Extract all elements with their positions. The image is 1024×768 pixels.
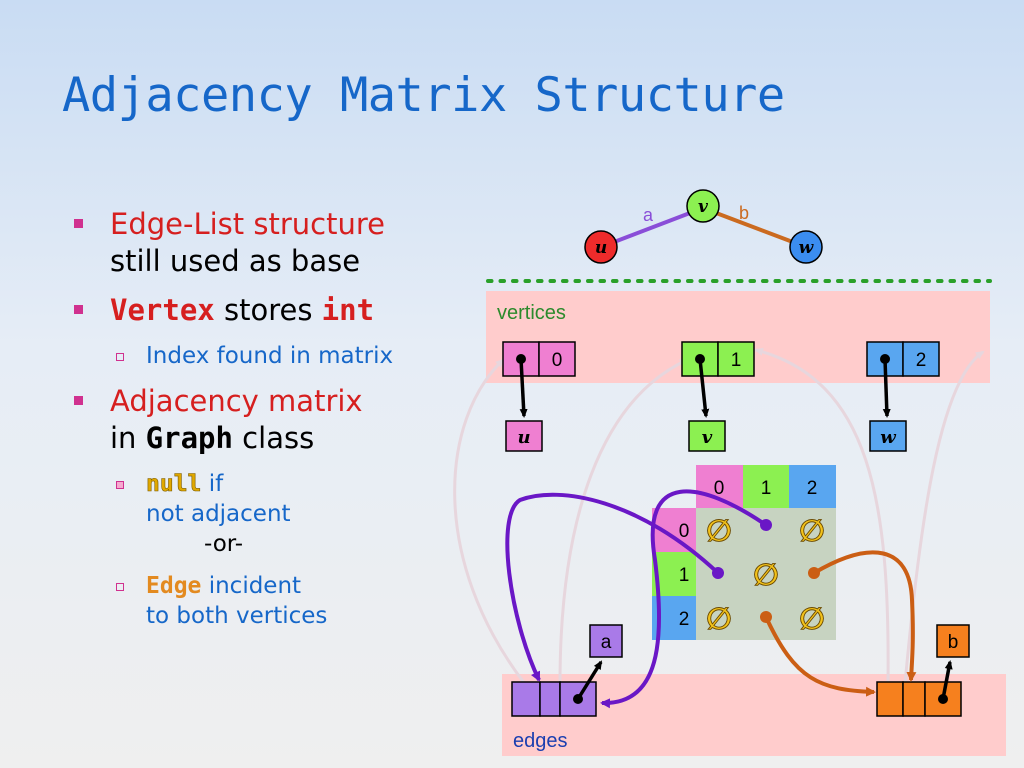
or-text: -or-	[204, 531, 244, 557]
null-cell-0-0: ∅	[706, 514, 732, 549]
graph-vertex-u	[584, 230, 618, 264]
not-adjacent-text: not adjacent	[146, 501, 291, 527]
matrix-ref-dot-1-2	[808, 567, 820, 579]
ref-cell-1-0-to-a	[505, 492, 720, 682]
bullet-edge-list: Edge-List structure still used as base	[72, 206, 462, 280]
stores-text: stores	[214, 293, 322, 327]
pointer-u	[519, 358, 528, 418]
bullet-list: Edge-List structure still used as base V…	[72, 206, 462, 643]
edges-label: edges	[513, 730, 568, 752]
vertex-box-u: 0	[502, 341, 576, 377]
edge-incident-text: incident	[201, 573, 302, 599]
vertex-box-w: 2	[866, 341, 940, 377]
graph-vertex-w-label: w	[799, 238, 815, 258]
faint-curve-u-left	[453, 358, 527, 685]
matrix-col-header-2	[789, 465, 836, 508]
bullet-edge-list-line1: Edge-List structure	[110, 207, 385, 241]
graph-edge-b-label: b	[739, 203, 749, 223]
edge-record-b	[876, 681, 962, 717]
vertex-index-1: 1	[731, 350, 742, 371]
matrix-ref-dot-2-1	[760, 611, 772, 623]
null-cell-1-1: ∅	[753, 558, 779, 593]
element-w-label: w	[880, 427, 897, 448]
int-code: int	[321, 293, 375, 327]
slide-title: Adjacency Matrix Structure	[62, 68, 785, 123]
null-cell-0-2: ∅	[799, 514, 825, 549]
graph-vertex-v-label: v	[698, 197, 709, 217]
null-code: null	[146, 471, 202, 498]
pointer-edge-a-element	[576, 660, 603, 700]
ref-cell-0-1-to-a	[600, 489, 768, 709]
faint-curve-v-right	[754, 347, 890, 685]
vertex-box-v: 1	[681, 341, 755, 377]
edge-code: Edge	[146, 573, 202, 599]
vertex-index-0: 0	[552, 350, 563, 371]
bullet-edge-list-line2: still used as base	[110, 244, 361, 278]
graph-vertex-v	[686, 189, 720, 223]
subbullet-edge: Edge incident to both vertices	[72, 571, 462, 631]
pointer-w	[882, 358, 891, 418]
subbullet-index-text: Index found in matrix	[146, 343, 394, 369]
element-box-w	[869, 420, 907, 452]
vertex-index-2: 2	[916, 350, 927, 371]
edge-element-b-label: b	[948, 632, 959, 653]
element-box-u	[505, 420, 543, 452]
graph-vertex-w	[789, 230, 823, 264]
pointer-edge-b-element	[941, 660, 953, 700]
bullet-adjacency-matrix: Adjacency matrix in Graph class	[72, 383, 462, 457]
graph-edge-b-line	[702, 206, 807, 249]
matrix-col-header-1	[743, 465, 789, 508]
graph-vertex-u-label: u	[595, 238, 607, 258]
edge-element-a	[589, 624, 623, 658]
graph-edge-a-line	[600, 206, 704, 249]
null-if-text: if	[201, 471, 224, 497]
subbullet-index: Index found in matrix	[72, 341, 462, 371]
bullet-vertex-stores: Vertex stores int	[72, 292, 462, 329]
matrix-row-label-0: 0	[679, 521, 690, 542]
matrix-refs-edge-a	[505, 489, 768, 709]
matrix-ref-dot-0-1	[760, 519, 772, 531]
matrix-ref-dot-1-0	[712, 567, 724, 579]
graph-code: Graph	[145, 421, 233, 455]
null-cell-2-2: ∅	[799, 602, 825, 637]
class-text: class	[232, 421, 315, 455]
in-text: in	[110, 421, 146, 455]
both-vertices-text: to both vertices	[146, 603, 328, 629]
vertices-label: vertices	[497, 302, 566, 324]
ref-cell-1-2-to-b	[812, 550, 917, 682]
graph-edge-a-label: a	[643, 205, 654, 225]
matrix-refs-edge-b	[764, 550, 917, 697]
pointer-v	[698, 358, 710, 418]
matrix-col-label-2: 2	[807, 478, 818, 499]
matrix-row-label-2: 2	[679, 609, 690, 630]
subbullet-null: null if not adjacent -or-	[72, 469, 462, 559]
element-box-v	[688, 420, 726, 452]
null-cell-2-0: ∅	[706, 602, 732, 637]
matrix-col-label-1: 1	[761, 478, 772, 499]
element-u-label: u	[517, 427, 530, 448]
matrix-col-label-0: 0	[714, 478, 725, 499]
ref-cell-2-1-to-b	[764, 616, 876, 697]
matrix-row-label-1: 1	[679, 565, 690, 586]
element-v-label: v	[702, 427, 713, 448]
edge-element-a-label: a	[601, 632, 612, 653]
faint-curve-v	[558, 358, 689, 685]
vertex-code: Vertex	[110, 293, 215, 327]
edge-element-b	[936, 624, 970, 658]
bullet-adjacency-line1: Adjacency matrix	[110, 384, 363, 418]
faint-back-references	[453, 347, 985, 685]
